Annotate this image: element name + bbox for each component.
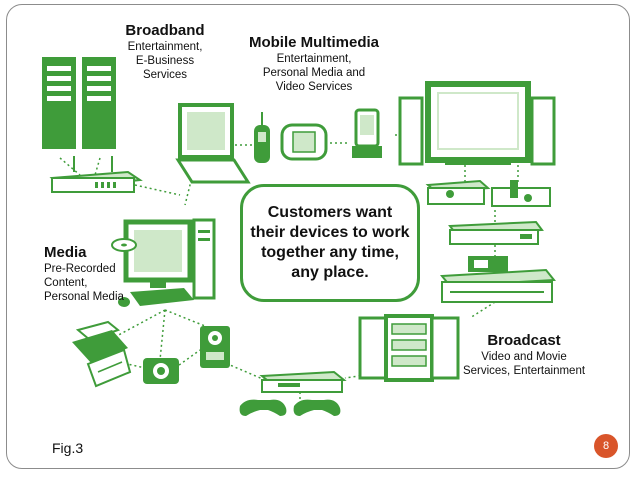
modem-router-icon	[49, 156, 143, 193]
laptop-icon	[175, 103, 251, 184]
desktop-computer-icon	[118, 218, 216, 307]
cd-disc-icon	[111, 238, 137, 252]
broadband-desc-line: E-Business	[135, 55, 195, 68]
media-desc-line: Pre-Recorded	[44, 263, 116, 276]
callout-line: together any time,	[261, 244, 399, 261]
figure-label: Fig.3	[52, 440, 84, 456]
game-controller-right-icon	[293, 399, 341, 416]
broadcast-title: Broadcast	[487, 332, 561, 349]
mobile-phone-icon	[254, 112, 270, 163]
callout-line: their devices to work	[250, 224, 410, 241]
callout-line: Customers want	[267, 204, 393, 221]
cable-box-icon	[448, 220, 544, 245]
broadband-desc-line: Services	[142, 69, 188, 82]
handheld-game-icon	[280, 123, 328, 161]
camcorder-icon	[200, 326, 230, 368]
mobile-multimedia-title: Mobile Multimedia	[248, 34, 379, 51]
broadband-desc-line: Entertainment,	[127, 41, 203, 54]
game-console-icon	[259, 370, 347, 393]
broadband-label: Broadband Entertainment, E-Business Serv…	[110, 22, 220, 82]
mobile-desc-line: Personal Media and	[262, 67, 366, 80]
media-label: Media Pre-Recorded Content, Personal Med…	[44, 244, 134, 304]
satellite-receiver-icon	[440, 256, 556, 303]
media-title: Media	[44, 244, 87, 261]
callout-line: any place.	[291, 264, 369, 281]
dvd-player-icon	[425, 179, 491, 205]
broadcast-label: Broadcast Video and Movie Services, Ente…	[458, 332, 590, 378]
media-cabinet-icon	[358, 314, 460, 382]
server-towers-icon	[42, 57, 116, 149]
game-controller-left-icon	[239, 399, 287, 416]
media-desc-line: Personal Media	[44, 291, 124, 304]
broadcast-desc-line: Services, Entertainment	[462, 365, 586, 378]
media-desc-line: Content,	[44, 277, 88, 290]
mobile-multimedia-label: Mobile Multimedia Entertainment, Persona…	[244, 34, 384, 94]
mobile-desc-line: Video Services	[275, 81, 353, 94]
broadcast-desc-line: Video and Movie	[481, 351, 567, 364]
vcr-remote-icon	[491, 180, 551, 207]
center-callout: Customers want their devices to work tog…	[240, 184, 420, 302]
digital-camera-icon	[143, 358, 179, 384]
mobile-desc-line: Entertainment,	[276, 53, 352, 66]
broadband-title: Broadband	[125, 22, 205, 39]
widescreen-tv-icon	[398, 81, 556, 166]
page-number-badge: 8	[594, 434, 618, 458]
pda-dock-icon	[352, 108, 382, 158]
printer-icon	[72, 320, 132, 388]
